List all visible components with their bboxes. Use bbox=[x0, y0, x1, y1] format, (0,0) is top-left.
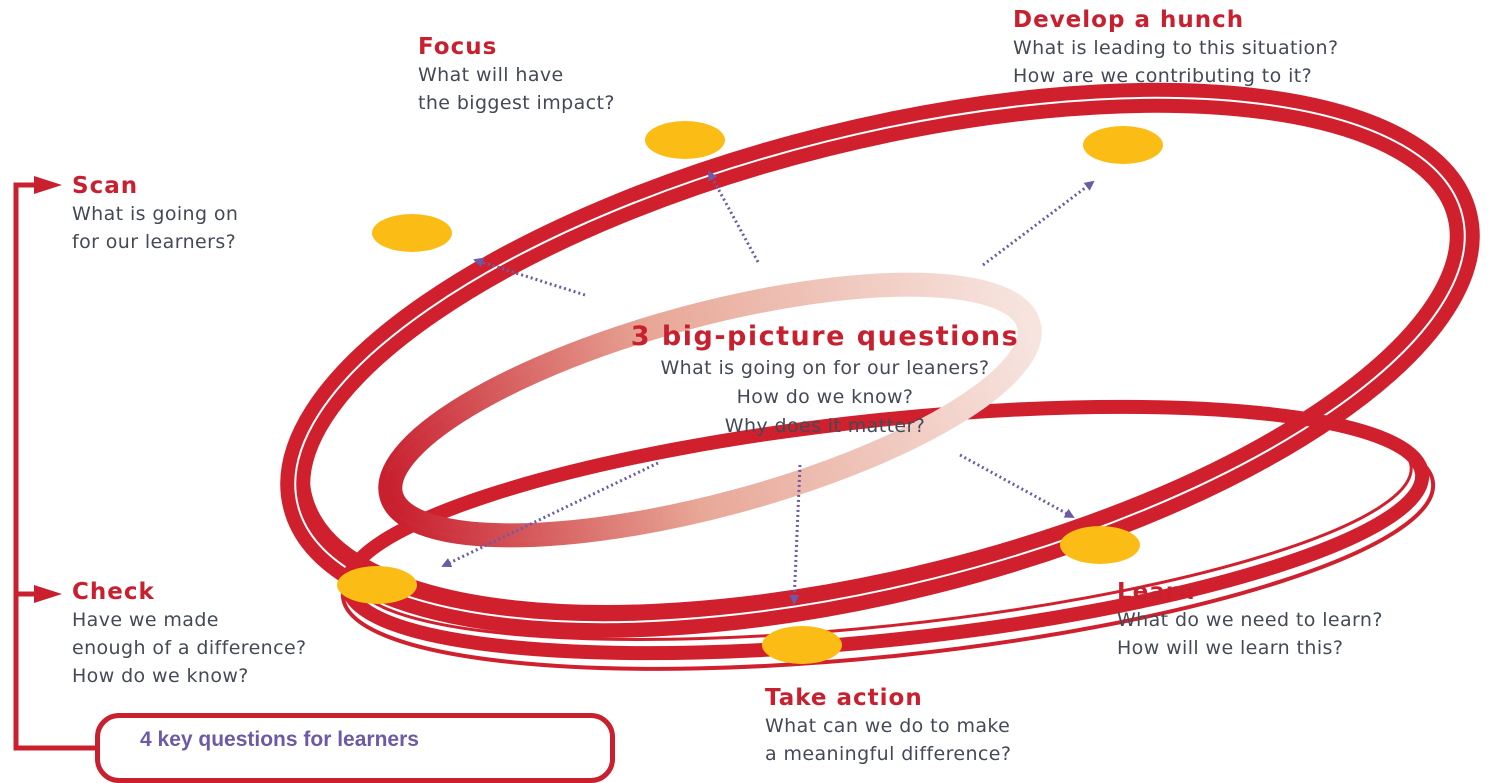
outer-ring bbox=[280, 82, 1480, 638]
stage-question: a meaningful difference? bbox=[765, 743, 1012, 765]
stage-question: What can we do to make bbox=[765, 715, 1011, 737]
stage-title: Focus bbox=[418, 34, 498, 60]
stage-focus: Focus What will have the biggest impact? bbox=[418, 33, 615, 117]
stage-title: Check bbox=[72, 579, 155, 605]
stage-title: Develop a hunch bbox=[1013, 7, 1245, 33]
stage-question: What will have bbox=[418, 64, 564, 86]
arrow-to-hunch bbox=[982, 180, 1095, 267]
center-title: 3 big-picture questions bbox=[630, 321, 1020, 352]
stage-question: What is going on bbox=[72, 203, 239, 225]
arrow-to-focus bbox=[707, 170, 760, 263]
stage-question: How are we contributing to it? bbox=[1013, 65, 1313, 87]
center-question-1: What is going on for our leaners? bbox=[660, 357, 990, 379]
stage-question: What do we need to learn? bbox=[1117, 609, 1383, 631]
node-action bbox=[762, 626, 842, 664]
stage-question: What is leading to this situation? bbox=[1013, 37, 1339, 59]
node-learn bbox=[1060, 526, 1140, 564]
arrow-to-scan bbox=[473, 257, 586, 297]
node-scan bbox=[372, 214, 452, 252]
feedback-bracket bbox=[13, 176, 100, 751]
node-focus bbox=[645, 121, 725, 159]
stage-question: for our learners? bbox=[72, 231, 237, 253]
inner-ring bbox=[378, 272, 1042, 548]
key-questions-label: 4 key questions for learners bbox=[140, 728, 419, 751]
stage-question: enough of a difference? bbox=[72, 637, 307, 659]
stage-title: Take action bbox=[765, 685, 923, 711]
center-question-3: Why does it matter? bbox=[724, 415, 926, 437]
stage-question: How will we learn this? bbox=[1117, 637, 1344, 659]
stage-title: Learn bbox=[1117, 579, 1196, 605]
center-question-2: How do we know? bbox=[736, 386, 914, 408]
node-hunch bbox=[1083, 126, 1163, 164]
key-questions-box: 4 key questions for learners bbox=[95, 713, 615, 783]
stage-hunch: Develop a hunch What is leading to this … bbox=[1013, 6, 1339, 90]
stage-question: How do we know? bbox=[72, 665, 249, 687]
arrow-to-learn bbox=[959, 453, 1075, 519]
stage-learn: Learn What do we need to learn? How will… bbox=[1117, 578, 1383, 662]
stage-title: Scan bbox=[72, 173, 139, 199]
stage-scan: Scan What is going on for our learners? bbox=[72, 172, 238, 256]
stage-question: Have we made bbox=[72, 609, 219, 631]
center-block: 3 big-picture questions What is going on… bbox=[560, 320, 1090, 441]
stage-question: the biggest impact? bbox=[418, 92, 615, 114]
arrow-to-action bbox=[789, 464, 802, 605]
stage-action: Take action What can we do to make a mea… bbox=[765, 684, 1011, 768]
spiral-diagram bbox=[13, 82, 1480, 751]
node-check bbox=[337, 566, 417, 604]
stage-check: Check Have we made enough of a differenc… bbox=[72, 578, 307, 690]
